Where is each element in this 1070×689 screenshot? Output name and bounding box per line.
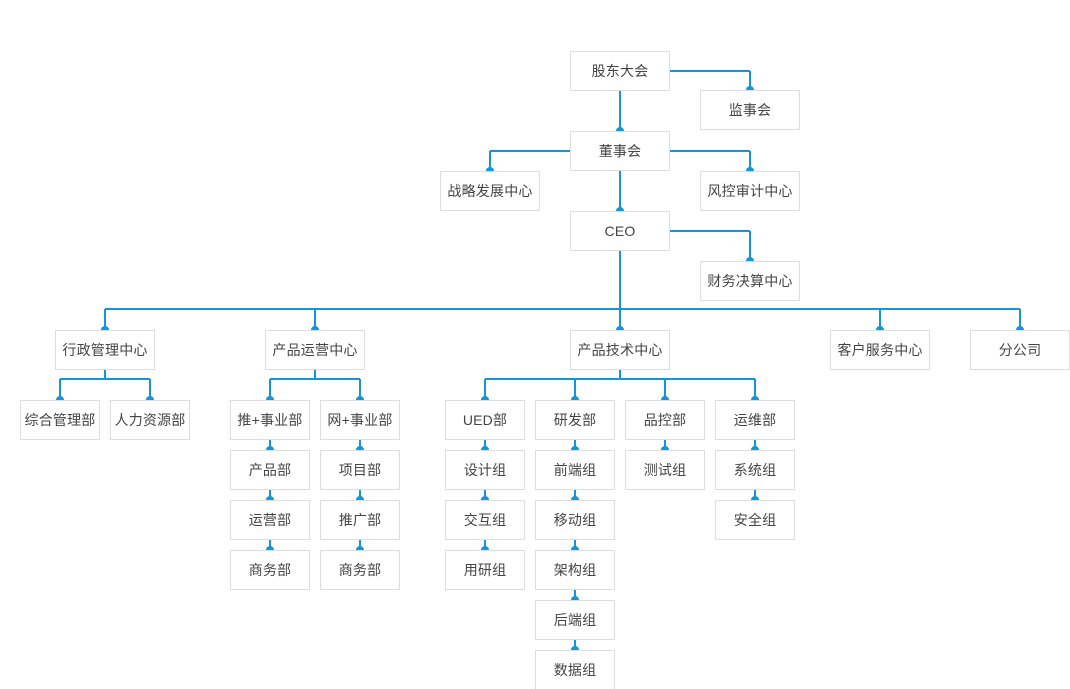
org-node[interactable]: 产品部 bbox=[230, 450, 310, 490]
org-node-label: 产品技术中心 bbox=[577, 342, 663, 358]
org-node-label: 监事会 bbox=[728, 102, 772, 118]
org-node[interactable]: 系统组 bbox=[715, 450, 795, 490]
org-node[interactable]: 监事会 bbox=[700, 90, 800, 130]
org-node[interactable]: 财务决算中心 bbox=[700, 261, 800, 301]
org-node-label: 研发部 bbox=[553, 412, 597, 428]
org-node[interactable]: 交互组 bbox=[445, 500, 525, 540]
org-node[interactable]: 架构组 bbox=[535, 550, 615, 590]
org-node-label: 综合管理部 bbox=[24, 412, 96, 428]
org-node[interactable]: 移动组 bbox=[535, 500, 615, 540]
org-node-label: 产品部 bbox=[248, 462, 292, 478]
org-node[interactable]: CEO bbox=[570, 211, 670, 251]
org-node[interactable]: 行政管理中心 bbox=[55, 330, 155, 370]
org-node[interactable]: 股东大会 bbox=[570, 51, 670, 91]
org-node-label: 网+事业部 bbox=[327, 412, 393, 428]
org-node-label: 风控审计中心 bbox=[707, 183, 793, 199]
org-node-label: 人力资源部 bbox=[114, 412, 186, 428]
org-node[interactable]: 数据组 bbox=[535, 650, 615, 689]
org-node[interactable]: 董事会 bbox=[570, 131, 670, 171]
org-node[interactable]: 推+事业部 bbox=[230, 400, 310, 440]
org-node-label: 测试组 bbox=[643, 462, 687, 478]
org-node-label: 股东大会 bbox=[591, 63, 649, 79]
org-node[interactable]: 后端组 bbox=[535, 600, 615, 640]
org-node-label: 交互组 bbox=[463, 512, 507, 528]
org-node-label: 架构组 bbox=[553, 562, 597, 578]
org-node-label: 品控部 bbox=[643, 412, 687, 428]
org-node[interactable]: 运营部 bbox=[230, 500, 310, 540]
org-node[interactable]: 风控审计中心 bbox=[700, 171, 800, 211]
org-node-label: 分公司 bbox=[998, 342, 1042, 358]
org-node-label: 财务决算中心 bbox=[707, 273, 793, 289]
org-node[interactable]: 推广部 bbox=[320, 500, 400, 540]
org-node-label: 推+事业部 bbox=[237, 412, 303, 428]
org-node-label: 运维部 bbox=[733, 412, 777, 428]
org-node[interactable]: 测试组 bbox=[625, 450, 705, 490]
org-node[interactable]: 产品技术中心 bbox=[570, 330, 670, 370]
org-node[interactable]: 商务部 bbox=[230, 550, 310, 590]
org-node-label: 前端组 bbox=[553, 462, 597, 478]
org-node[interactable]: 综合管理部 bbox=[20, 400, 100, 440]
org-node-label: 推广部 bbox=[338, 512, 382, 528]
org-node-label: 战略发展中心 bbox=[447, 183, 533, 199]
org-node-label: 运营部 bbox=[248, 512, 292, 528]
org-node-label: CEO bbox=[604, 223, 636, 239]
org-node-label: 系统组 bbox=[733, 462, 777, 478]
org-node-label: 数据组 bbox=[553, 662, 597, 678]
org-node[interactable]: 设计组 bbox=[445, 450, 525, 490]
org-node[interactable]: 网+事业部 bbox=[320, 400, 400, 440]
org-node-label: 客户服务中心 bbox=[837, 342, 923, 358]
org-node-label: 董事会 bbox=[598, 143, 642, 159]
org-node-label: 用研组 bbox=[463, 562, 507, 578]
org-node[interactable]: 分公司 bbox=[970, 330, 1070, 370]
org-node[interactable]: 用研组 bbox=[445, 550, 525, 590]
org-node-label: 行政管理中心 bbox=[62, 342, 148, 358]
org-node[interactable]: 战略发展中心 bbox=[440, 171, 540, 211]
org-node-label: 项目部 bbox=[338, 462, 382, 478]
org-node[interactable]: 客户服务中心 bbox=[830, 330, 930, 370]
org-node[interactable]: 人力资源部 bbox=[110, 400, 190, 440]
org-node-label: UED部 bbox=[462, 412, 508, 428]
org-node[interactable]: UED部 bbox=[445, 400, 525, 440]
org-node[interactable]: 项目部 bbox=[320, 450, 400, 490]
org-node-label: 设计组 bbox=[463, 462, 507, 478]
org-node-label: 商务部 bbox=[338, 562, 382, 578]
org-node[interactable]: 商务部 bbox=[320, 550, 400, 590]
org-node[interactable]: 前端组 bbox=[535, 450, 615, 490]
org-node[interactable]: 安全组 bbox=[715, 500, 795, 540]
org-node[interactable]: 研发部 bbox=[535, 400, 615, 440]
org-node-label: 产品运营中心 bbox=[272, 342, 358, 358]
org-node-label: 安全组 bbox=[733, 512, 777, 528]
org-node-label: 商务部 bbox=[248, 562, 292, 578]
org-node[interactable]: 产品运营中心 bbox=[265, 330, 365, 370]
org-node-label: 移动组 bbox=[553, 512, 597, 528]
org-node[interactable]: 品控部 bbox=[625, 400, 705, 440]
org-node-label: 后端组 bbox=[553, 612, 597, 628]
org-node[interactable]: 运维部 bbox=[715, 400, 795, 440]
